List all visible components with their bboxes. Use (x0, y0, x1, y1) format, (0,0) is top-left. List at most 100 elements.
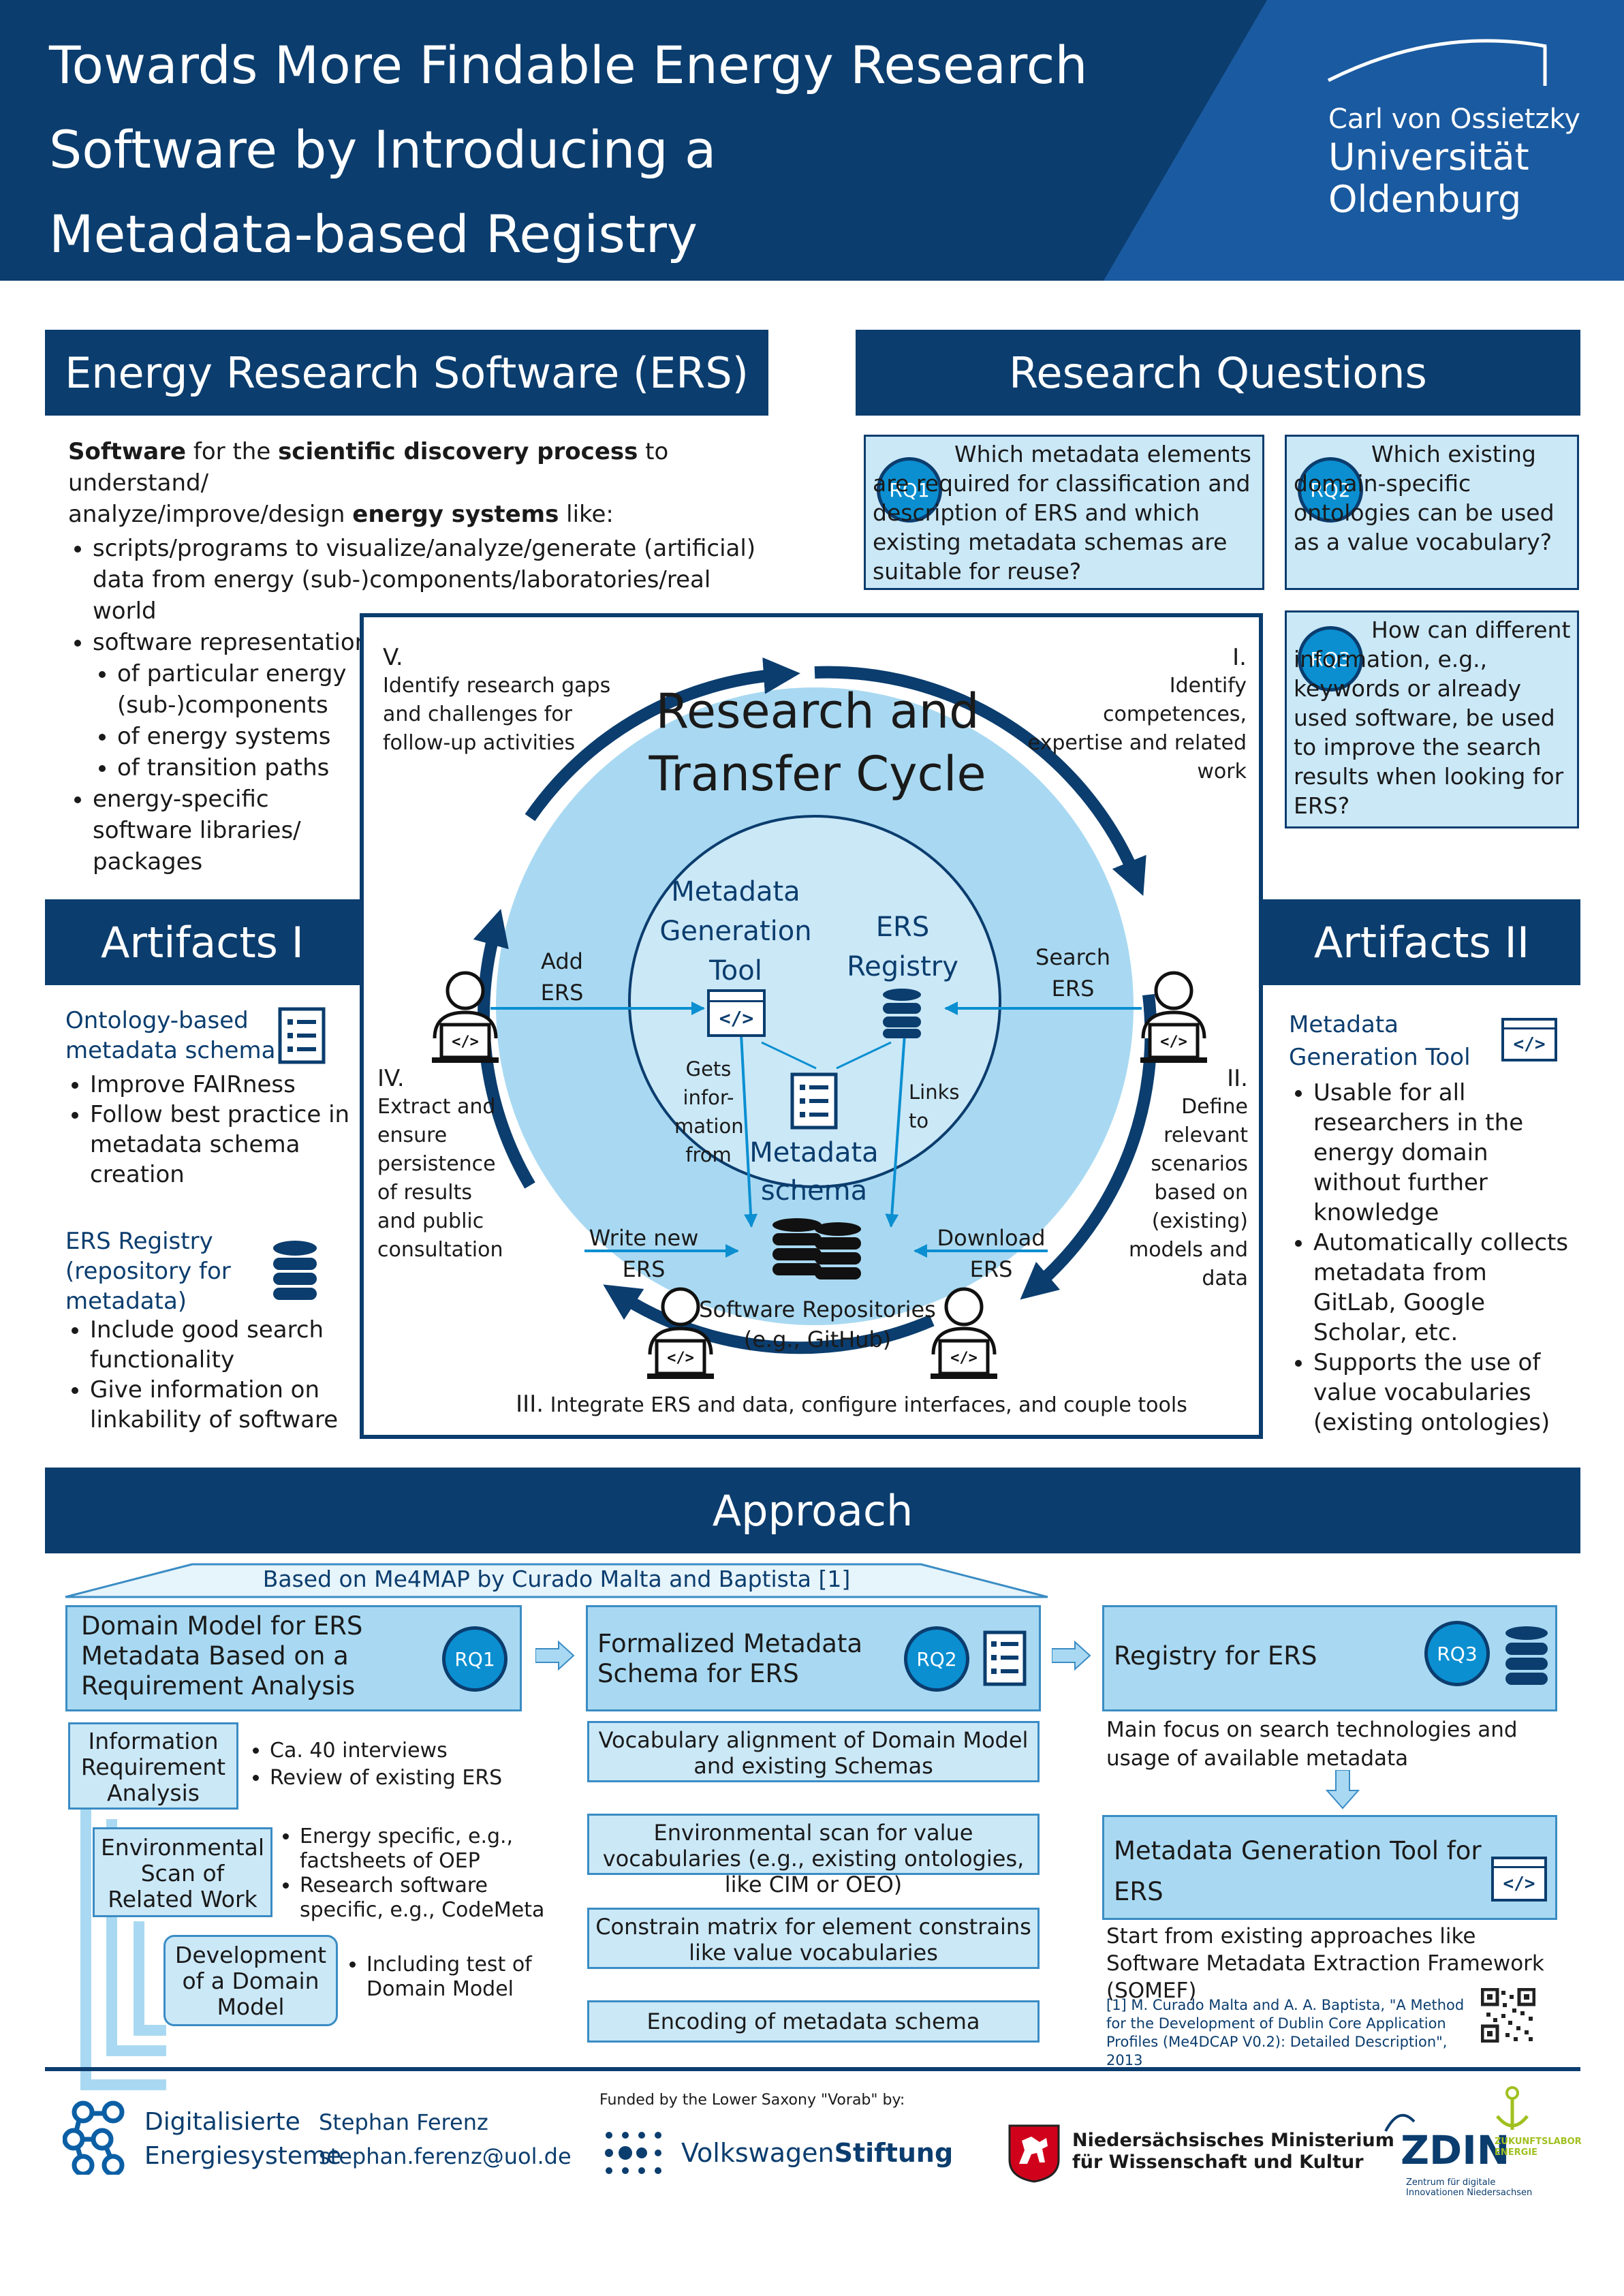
approach-heading: Approach (45, 1468, 1580, 1553)
zukunftslabor-text: ZUKUNFTSLABOR ENERGIE (1495, 2137, 1582, 2158)
code-window-icon: </> (1501, 1018, 1557, 1061)
uni-line-1: Carl von Ossietzky (1328, 104, 1580, 135)
step-iii: III. Integrate ERS and data, configure i… (477, 1390, 1226, 1420)
cycle-diagram (473, 657, 1157, 1354)
onto-list: Improve FAIRness Follow best practice in… (65, 1070, 356, 1190)
qr-code-icon (1481, 1988, 1535, 2043)
schema-label: Metadata schema (749, 1137, 879, 1207)
author-email[interactable]: stephan.ferenz@uol.de (319, 2143, 572, 2169)
mgt-title: Metadata Generation Tool (1289, 1011, 1471, 1071)
download-ers-label: Download ERS (937, 1225, 1046, 1282)
mgt-box: Metadata Generation Tool for ERS </> (1102, 1815, 1557, 1920)
title-line-2: Software by Introducing a (49, 119, 717, 180)
onto-title: Ontology-based metadata schema (65, 1007, 276, 1064)
mgt-list: Usable for all researchers in the energy… (1289, 1078, 1572, 1438)
footer-divider (45, 2067, 1580, 2071)
step-iv: IV. Extract and ensure persistence of re… (377, 1064, 507, 1265)
step-ii-label: II. (1227, 1065, 1248, 1092)
col2-title: Formalized Metadata Schema for ERS (597, 1629, 863, 1688)
col3-text: Main focus on search technologies and us… (1106, 1718, 1518, 1771)
env-list: Energy specific, e.g., factsheets of OEP… (275, 1825, 559, 1923)
artifacts1-heading-text: Artifacts I (101, 917, 304, 967)
col2-box: Formalized Metadata Schema for ERS RQ2 (586, 1605, 1041, 1711)
flow-arrow-right (1052, 1641, 1091, 1671)
ministry-text: Niedersächsisches Ministerium für Wissen… (1072, 2130, 1394, 2173)
cycle-arrow-3 (603, 1284, 935, 1354)
env-box: Environmental Scan of Related Work (93, 1827, 272, 1917)
rq3-badge: RQ3 (1298, 626, 1363, 692)
list-item: Give information on linkability of softw… (90, 1375, 369, 1435)
list-item: Follow best practice in metadata schema … (90, 1100, 356, 1190)
database-icon (273, 1241, 317, 1300)
based-on-label: Based on Me4MAP by Curado Malta and Bapt… (262, 1566, 851, 1592)
registry-label: ERS Registry (847, 912, 958, 982)
ministry-line-1: Niedersächsisches Ministerium (1072, 2130, 1394, 2151)
ers-intro-software: Software (68, 438, 187, 465)
registry-list: Include good search functionality Give i… (65, 1315, 369, 1435)
step-iv-text: Extract and ensure persistence of result… (377, 1095, 503, 1262)
svg-text:</>: </> (667, 1350, 694, 1367)
list-item: of transition paths (117, 752, 403, 784)
list-item: Supports the use of value vocabularies (… (1313, 1348, 1572, 1438)
uni-line-2: Universität (1328, 136, 1529, 179)
ers-intro: Software for the scientific discovery pr… (68, 436, 777, 530)
rq-heading: Research Questions (856, 330, 1580, 416)
gets-info-label: Gets infor- mation from (674, 1057, 744, 1166)
col1-box: Domain Model for ERS Metadata Based on a… (65, 1605, 522, 1711)
step-v-label: V. (383, 644, 403, 671)
step-iii-text: Integrate ERS and data, configure interf… (550, 1393, 1187, 1417)
poster-title: Towards More Findable Energy Research So… (49, 23, 1112, 277)
list-item: Automatically collects metadata from Git… (1313, 1228, 1572, 1348)
user-laptop-icon: </> (1140, 971, 1207, 1063)
col3-box: Registry for ERS RQ3 (1102, 1605, 1557, 1711)
user-laptop-icon: </> (432, 971, 499, 1063)
mgt-box-text: Start from existing approaches like Soft… (1106, 1924, 1544, 2003)
step-i: I. Identify competences, expertise and r… (1022, 643, 1247, 786)
database-icon (1505, 1626, 1548, 1685)
dev-list: Including test of Domain Model (342, 1953, 564, 2002)
write-ers-label: Write new ERS (589, 1225, 699, 1282)
ers-intro-es: energy systems (352, 501, 559, 528)
step-i-label: I. (1232, 644, 1247, 671)
list-item: scripts/programs to visualize/analyze/ge… (93, 533, 777, 627)
title-line-1: Towards More Findable Energy Research (49, 35, 1088, 95)
ers-description: Software for the scientific discovery pr… (68, 436, 777, 878)
author-info: Stephan Ferenz stephan.ferenz@uol.de (319, 2105, 572, 2173)
de-logo-text: Digitalisierte Energiesysteme (144, 2105, 341, 2173)
rq1-box: RQ1 Which metadata elements are required… (864, 435, 1264, 590)
list-item: software representations (93, 627, 777, 658)
mgt-box-title: Metadata Generation Tool for ERS (1114, 1836, 1482, 1906)
ers-list-2: energy-specific software libraries/ pack… (68, 784, 345, 878)
cycle-arrow-5 (525, 657, 800, 822)
list-item: Improve FAIRness (90, 1070, 356, 1100)
user-laptop-icon: </> (931, 1287, 997, 1379)
step-1: Vocabulary alignment of Domain Model and… (587, 1721, 1040, 1782)
col3-title: Registry for ERS (1114, 1641, 1317, 1671)
artifacts2-heading-text: Artifacts II (1313, 917, 1530, 967)
document-list-icon (790, 1072, 838, 1130)
vw-dots-icon (605, 2132, 661, 2174)
ers-sublist: of particular energy (sub-)components of… (68, 658, 403, 784)
step-iv-label: IV. (377, 1065, 405, 1092)
search-ers-label: Search ERS (1035, 944, 1110, 1002)
ira-list: Ca. 40 interviews Review of existing ERS (245, 1737, 542, 1792)
cycle-title-line1: Research and (655, 683, 980, 739)
step-ii-text: Define relevant scenarios based on (exis… (1128, 1095, 1248, 1290)
step-4: Encoding of metadata schema (587, 2000, 1040, 2043)
vw-word-1: Volkswagen (681, 2138, 834, 2168)
col3-badge: RQ3 (1424, 1621, 1490, 1686)
ers-intro-sdp: scientific discovery process (278, 438, 638, 465)
zukunftslabor-anchor-icon (1496, 2086, 1529, 2130)
svg-text:</>: </> (452, 1034, 479, 1051)
database-icon (883, 989, 921, 1038)
code-window-icon: </> (1491, 1857, 1547, 1902)
step-iii-label: III. (516, 1391, 544, 1418)
title-line-3: Metadata-based Registry (49, 204, 698, 264)
de-line-1: Digitalisierte (144, 2108, 300, 2136)
list-item: of particular energy (sub-)components (117, 658, 403, 721)
ministry-line-2: für Wissenschaft und Kultur (1072, 2152, 1364, 2173)
list-item: Including test of Domain Model (366, 1953, 564, 2002)
col1-title: Domain Model for ERS Metadata Based on a… (81, 1611, 363, 1701)
list-item: Energy specific, e.g., factsheets of OEP (300, 1825, 559, 1874)
step-i-text: Identify competences, expertise and rela… (1027, 674, 1247, 784)
